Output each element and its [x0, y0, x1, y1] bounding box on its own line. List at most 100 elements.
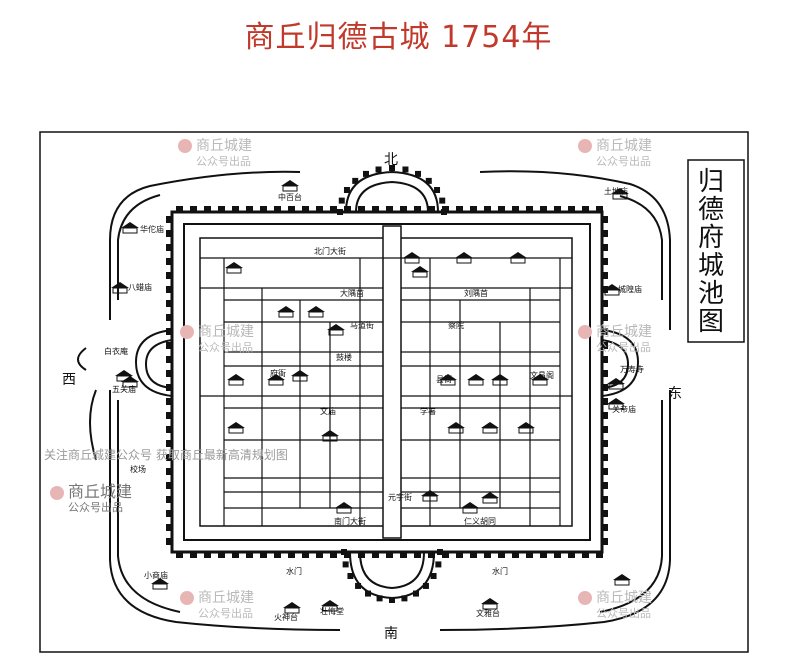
crenel [582, 552, 589, 558]
crenel [602, 482, 608, 489]
crenel [166, 300, 172, 307]
crenel [422, 582, 429, 589]
map-frame [39, 131, 749, 653]
crenel [602, 468, 608, 475]
street-grid [200, 257, 572, 526]
watermark-logo-icon [578, 591, 592, 605]
crenel [166, 314, 172, 321]
crenel [428, 552, 435, 558]
crenel [372, 206, 379, 212]
label-top-right-small: 土地庙 [604, 186, 628, 196]
page-title: 商丘归德古城 1754年 [244, 20, 553, 55]
watermark-name: 商丘城建 [68, 482, 133, 501]
crenel [218, 552, 225, 558]
watermark-logo-icon [578, 325, 592, 339]
building-icon [467, 374, 485, 386]
crenel [602, 244, 608, 251]
label-left-bottom: 小商庙 [144, 570, 168, 580]
crenel [386, 552, 393, 558]
map-title-char: 图 [698, 307, 724, 337]
crenel [498, 206, 505, 212]
crenel [540, 206, 547, 212]
crenel [166, 482, 172, 489]
crenel [602, 328, 608, 335]
crenel [176, 552, 183, 558]
crenel [176, 206, 183, 212]
label-top-left-small: 华佗庙 [140, 224, 164, 234]
building-icon [603, 284, 621, 296]
crenel [355, 582, 362, 589]
crenel [166, 454, 172, 461]
central-avenue [382, 225, 402, 539]
crenel [456, 206, 463, 212]
label-bottom-center: 壮悔堂 [320, 606, 344, 616]
watermark-logo-icon [180, 591, 194, 605]
building-icon [307, 306, 325, 318]
crenel [316, 206, 323, 212]
crenel [435, 561, 442, 568]
building-icon [481, 422, 499, 434]
watermark-sub: 公众号出品 [198, 607, 253, 620]
label-street-2: 刘隅首 [464, 288, 488, 298]
crenel [246, 552, 253, 558]
crenel [166, 356, 172, 363]
watermark-mid-left: 商丘城建 公众号出品 [180, 324, 254, 356]
map-title-char: 城 [698, 251, 724, 281]
crenel [484, 552, 491, 558]
watermark-top-right: 商丘城建 公众号出品 [578, 138, 652, 170]
building-icon [227, 374, 245, 386]
crenel [602, 510, 608, 517]
crenel [204, 552, 211, 558]
crenel [602, 538, 608, 545]
building-icon [461, 502, 479, 514]
crenel [389, 597, 395, 603]
label-right-1: 城隍庙 [618, 284, 642, 294]
crenel [602, 426, 608, 433]
watermark-bottom-left: 商丘城建 公众号出品 [180, 590, 254, 622]
building-icon [491, 374, 509, 386]
crenel [414, 552, 421, 558]
building-icon [151, 578, 169, 590]
crenel [484, 206, 491, 212]
crenel [602, 342, 608, 349]
watermark-sub: 公众号出品 [596, 607, 651, 620]
crenel [470, 552, 477, 558]
building-icon [277, 306, 295, 318]
crenel [554, 552, 561, 558]
crenel [441, 209, 447, 215]
city-wall-inner [183, 223, 591, 541]
south-gate [349, 551, 435, 600]
crenel [439, 197, 446, 204]
crenel [526, 206, 533, 212]
label-right-2: 万寿寺 [620, 364, 644, 374]
west-gate [134, 329, 173, 397]
crenel [166, 538, 172, 545]
crenel [376, 595, 383, 602]
label-left-2: 白衣庵 [104, 346, 128, 356]
building-icon [121, 376, 139, 388]
crenel [389, 165, 395, 171]
crenel [166, 468, 172, 475]
crenel [401, 595, 408, 602]
crenel [190, 206, 197, 212]
crenel [246, 206, 253, 212]
crenel [428, 206, 435, 212]
map-title-char: 德 [698, 195, 724, 225]
crenel [413, 590, 419, 597]
crenel [204, 206, 211, 212]
crenel [337, 209, 343, 215]
building-icon [403, 252, 421, 264]
label-street-13: 鼓楼 [336, 352, 352, 362]
watermark-name: 商丘城建 [596, 590, 652, 606]
label-street-12: 水门 [492, 566, 508, 576]
building-icon [439, 374, 457, 386]
building-icon [111, 282, 129, 294]
label-street-14: 元字街 [388, 492, 412, 502]
building-icon [481, 492, 499, 504]
label-street-8: 学署 [420, 406, 436, 416]
crenel [288, 552, 295, 558]
crenel [166, 216, 172, 223]
crenel [442, 552, 449, 558]
crenel [330, 552, 337, 558]
